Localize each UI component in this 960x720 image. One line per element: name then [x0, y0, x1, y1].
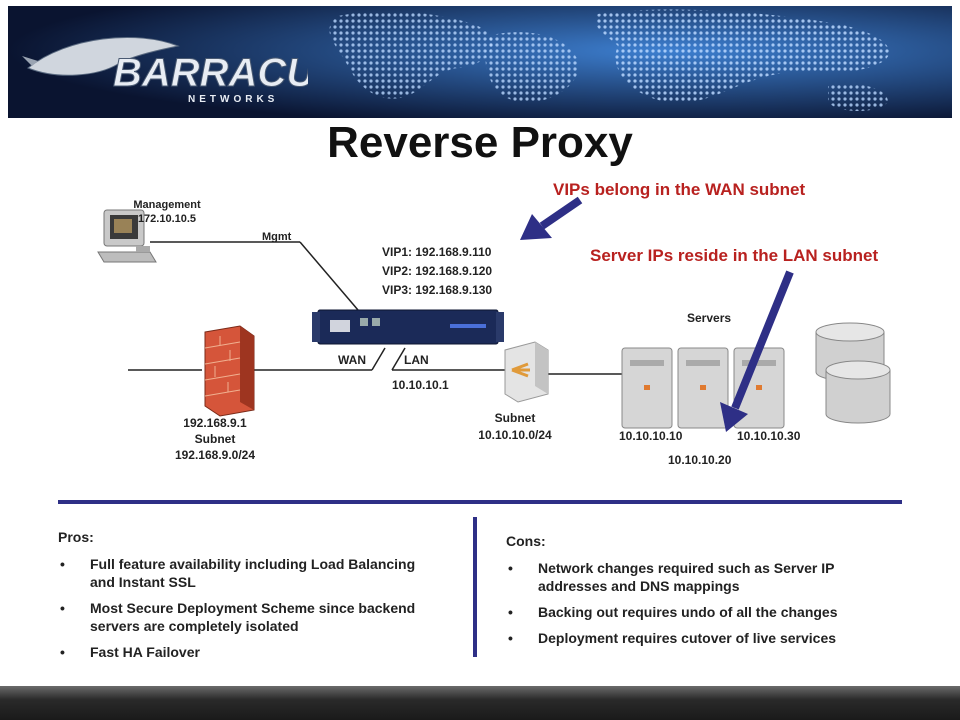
svg-text:BARRACUDA: BARRACUDA — [113, 51, 308, 95]
list-item: Most Secure Deployment Scheme since back… — [58, 599, 418, 635]
server-icon — [733, 347, 785, 429]
vertical-divider — [473, 517, 477, 657]
switch-subnet: 10.10.10.0/24 — [478, 428, 552, 442]
servers-label: Servers — [687, 311, 732, 325]
management-ip: 172.10.10.5 — [137, 213, 197, 225]
server-ip-3: 10.10.10.30 — [737, 429, 801, 443]
footer-bar — [0, 686, 960, 720]
list-item: Backing out requires undo of all the cha… — [506, 603, 906, 621]
firewall-subnet: 192.168.9.0/24 — [174, 448, 256, 462]
page-title: Reverse Proxy — [327, 118, 633, 167]
server-ip-1: 10.10.10.10 — [619, 429, 683, 443]
lan-break — [391, 347, 406, 371]
management-label: Management — [133, 199, 201, 211]
world-map-graphic — [8, 6, 952, 118]
switch-subnet-label: Subnet — [494, 411, 536, 425]
horizontal-divider — [58, 500, 902, 504]
vip-arrow-icon — [520, 196, 583, 240]
server-icon — [677, 347, 729, 429]
cons-list: Network changes required such as Server … — [506, 559, 906, 647]
switch-icon — [504, 341, 549, 403]
vip3-label: VIP3: 192.168.9.130 — [382, 283, 493, 297]
list-item: Full feature availability including Load… — [58, 555, 418, 591]
server-arrow-icon — [720, 270, 794, 432]
svg-text:NETWORKS: NETWORKS — [188, 94, 278, 105]
list-item: Network changes required such as Server … — [506, 559, 906, 595]
wan-label: WAN — [338, 353, 366, 367]
network-diagram — [97, 196, 891, 432]
firewall-icon — [204, 325, 255, 417]
mgmt-link-label: Mgmt — [262, 231, 292, 243]
vip1-label: VIP1: 192.168.9.110 — [382, 245, 492, 259]
pros-heading: Pros: — [58, 529, 94, 545]
cons-heading: Cons: — [506, 533, 546, 549]
pros-list: Full feature availability including Load… — [58, 555, 418, 661]
header-banner: BARRACUDA NETWORKS — [8, 6, 952, 118]
management-computer-icon — [97, 209, 157, 263]
vip2-label: VIP2: 192.168.9.120 — [382, 264, 493, 278]
list-item: Fast HA Failover — [58, 643, 418, 661]
barracuda-logo: BARRACUDA NETWORKS — [22, 37, 308, 105]
wan-break — [371, 347, 386, 371]
firewall-ip: 192.168.9.1 — [183, 416, 247, 430]
mgmt-line-2 — [299, 241, 359, 311]
barracuda-appliance-icon — [312, 309, 504, 345]
firewall-subnet-label: Subnet — [194, 432, 236, 446]
server-icon — [621, 347, 673, 429]
lan-label: LAN — [404, 353, 429, 367]
server-ip-2: 10.10.10.20 — [668, 453, 732, 467]
pros-section: Pros: Full feature availability includin… — [58, 529, 418, 669]
list-item: Deployment requires cutover of live serv… — [506, 629, 906, 647]
vip-callout: VIPs belong in the WAN subnet — [553, 180, 806, 199]
lan-ip-label: 10.10.10.1 — [392, 378, 449, 392]
server-callout: Server IPs reside in the LAN subnet — [590, 246, 879, 265]
database-icon — [825, 360, 891, 424]
cons-section: Cons: Network changes required such as S… — [506, 533, 906, 655]
